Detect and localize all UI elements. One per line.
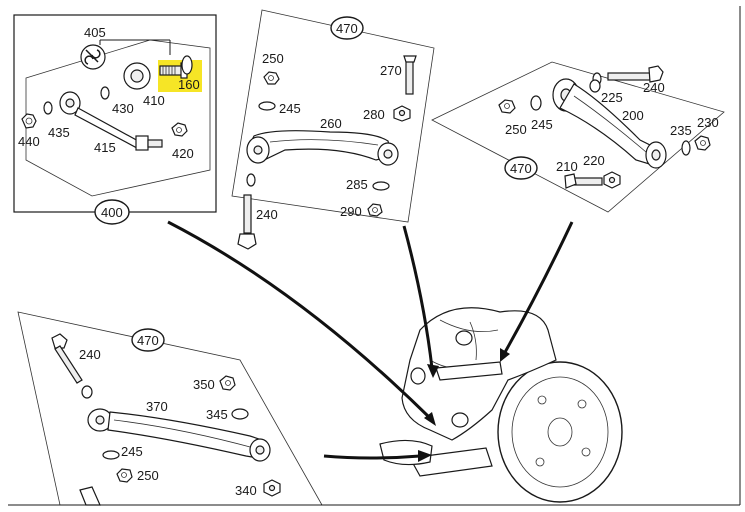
label-250-right: 250 <box>505 122 527 137</box>
washer-225 <box>589 79 601 93</box>
label-430: 430 <box>112 101 134 116</box>
bolt-270 <box>403 55 417 95</box>
label-415: 415 <box>94 140 116 155</box>
label-235: 235 <box>670 123 692 138</box>
callout-400-label: 400 <box>101 205 123 220</box>
label-240-bottom: 240 <box>79 347 101 362</box>
label-410: 410 <box>143 93 165 108</box>
washer-285 <box>372 181 390 191</box>
highlight-160 <box>158 60 202 92</box>
bottom-cutoff-part <box>79 486 101 506</box>
label-420: 420 <box>172 146 194 161</box>
label-345: 345 <box>206 407 228 422</box>
nut-440 <box>21 113 37 129</box>
washer-245-bottom <box>102 450 120 460</box>
label-245-right: 245 <box>531 117 553 132</box>
label-250-center: 250 <box>262 51 284 66</box>
label-230: 230 <box>697 115 719 130</box>
label-200: 200 <box>622 108 644 123</box>
callout-400 <box>94 199 130 225</box>
callout-470-center <box>330 16 364 40</box>
nut-250-center <box>263 71 280 85</box>
wrench-icon <box>84 49 101 65</box>
label-245-bottom: 245 <box>121 444 143 459</box>
label-280: 280 <box>363 107 385 122</box>
control-arm-370 <box>87 408 271 462</box>
control-arm-200 <box>552 78 667 169</box>
callout-470-bottom-label: 470 <box>137 333 159 348</box>
group-470-center-plane <box>231 9 435 223</box>
callout-470-bottom <box>131 328 165 352</box>
control-arm-260 <box>246 130 399 166</box>
cam-washer-220 <box>603 171 621 189</box>
label-240-center: 240 <box>256 207 278 222</box>
group-470-right-plane <box>431 61 725 213</box>
callout-470-center-label: 470 <box>336 21 358 36</box>
washer-245-right <box>530 95 542 111</box>
label-405: 405 <box>84 25 106 40</box>
lower-link <box>409 447 493 477</box>
label-240-right: 240 <box>643 80 665 95</box>
washer-430 <box>100 86 110 100</box>
washer-240-bottom <box>81 385 93 399</box>
label-220: 220 <box>583 153 605 168</box>
label-370: 370 <box>146 399 168 414</box>
label-260: 260 <box>320 116 342 131</box>
bolt-240-bottom <box>51 333 83 384</box>
group-470-right: 240 225 250 245 200 235 230 2 <box>431 61 725 213</box>
nut-290 <box>367 203 383 217</box>
label-160: 160 <box>178 77 200 92</box>
label-290: 290 <box>340 204 362 219</box>
label-440: 440 <box>18 134 40 149</box>
label-250-bottom: 250 <box>137 468 159 483</box>
nut-350 <box>219 375 236 391</box>
wheel-hub <box>497 361 623 503</box>
cam-washer-280 <box>393 105 411 122</box>
nut-250-bottom <box>116 468 133 483</box>
bolt-210 <box>564 173 603 189</box>
label-210: 210 <box>556 159 578 174</box>
nut-230 <box>694 135 711 151</box>
bolt-240-center <box>237 194 257 250</box>
washer-235 <box>681 140 691 156</box>
washer-245-center <box>258 101 276 111</box>
label-350: 350 <box>193 377 215 392</box>
label-285: 285 <box>346 177 368 192</box>
callout-470-right-label: 470 <box>510 161 532 176</box>
group-470-center: 470 250 270 245 280 260 285 <box>231 9 435 250</box>
nut-420 <box>171 122 188 137</box>
group-400: 405 160 410 430 440 435 <box>13 14 217 225</box>
bolt-160 <box>159 55 193 79</box>
label-225: 225 <box>601 90 623 105</box>
control-arm-415 <box>59 91 163 151</box>
callout-470-right <box>504 156 538 180</box>
cam-washer-340 <box>263 479 281 497</box>
bushing-410 <box>123 62 151 90</box>
leader-arrows <box>167 220 574 462</box>
label-270: 270 <box>380 63 402 78</box>
washer-345 <box>231 408 249 420</box>
group-470-bottom: 470 240 350 370 345 245 250 <box>17 311 323 506</box>
label-340: 340 <box>235 483 257 498</box>
nut-250-right <box>498 99 516 114</box>
washer-240-center <box>246 173 256 187</box>
label-245-center: 245 <box>279 101 301 116</box>
washer-435 <box>43 101 53 115</box>
label-435: 435 <box>48 125 70 140</box>
